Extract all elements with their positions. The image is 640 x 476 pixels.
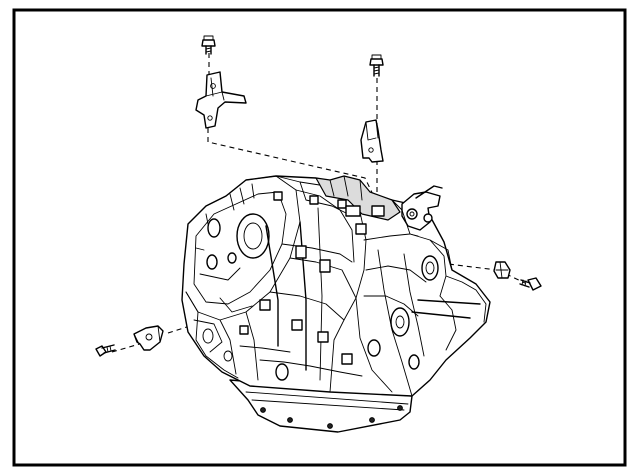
bolt-icon xyxy=(95,344,116,357)
transaxle-icon xyxy=(181,175,491,433)
clip-icon xyxy=(133,325,164,351)
diagram-frame xyxy=(12,8,627,467)
bolt-icon xyxy=(519,277,542,291)
bolt-icon xyxy=(201,35,216,55)
bracket-icon xyxy=(195,71,247,129)
bolt-icon xyxy=(369,54,384,77)
bracket-icon xyxy=(360,119,384,163)
clip-icon xyxy=(493,261,511,279)
